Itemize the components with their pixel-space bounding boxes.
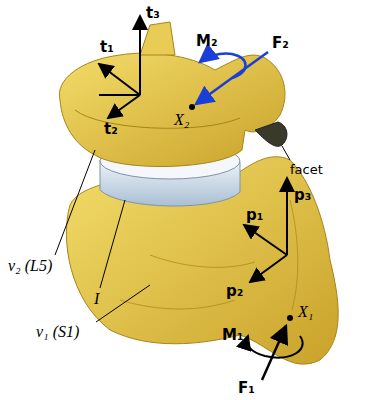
part-label: facet [290, 163, 323, 176]
force-label: F₂ [272, 36, 289, 51]
axis-label: p₁ [246, 208, 263, 223]
vertebra-label: ν₂ (L5) [8, 258, 52, 274]
axis-label: t₂ [104, 122, 118, 137]
point-label: X₁ [298, 304, 313, 320]
vertebra-label: ν₁ (S1) [36, 324, 79, 340]
point-label: X₂ [174, 112, 189, 128]
axis-label: t₁ [100, 40, 114, 55]
axis-label: t₃ [146, 6, 160, 21]
force-label: F₁ [238, 381, 255, 396]
axis-label: p₂ [226, 284, 243, 299]
axis-label: p₃ [294, 188, 311, 203]
disc-label: I [94, 291, 99, 307]
moment-label: M₁ [222, 328, 244, 343]
moment-label: M₂ [196, 34, 218, 49]
